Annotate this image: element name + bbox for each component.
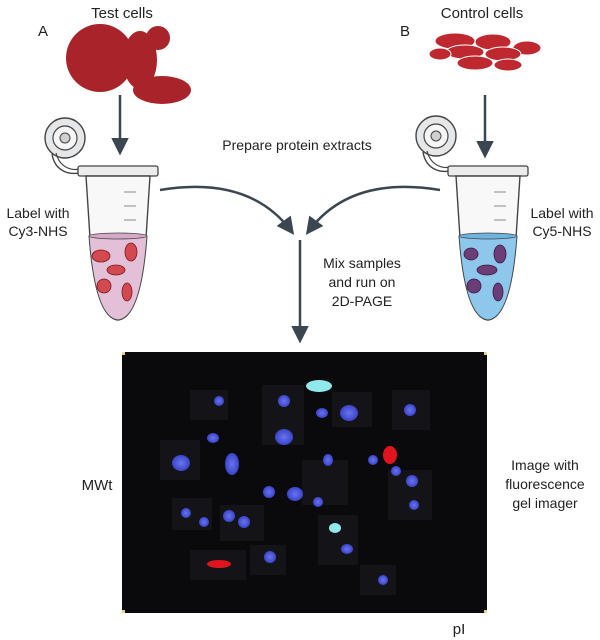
cy5-label-line1: Label with (530, 205, 593, 221)
gel-caption-line2: fluorescence (505, 476, 585, 492)
arrow-tube-a-to-mix (159, 185, 295, 235)
panel-a-letter: A (38, 23, 48, 40)
red-protein-spot (207, 560, 231, 568)
test-cells-illustration (66, 24, 191, 104)
cyan-protein-spot (306, 380, 332, 392)
cy5-tube-illustration (415, 115, 529, 321)
prepare-extracts-label: Prepare protein extracts (222, 137, 371, 153)
control-cells-title: Control cells (441, 5, 524, 22)
control-cells-illustration (428, 32, 542, 72)
mix-label-line2: and run on (329, 274, 396, 290)
arrow-tube-b-to-mix (305, 185, 441, 235)
red-protein-spot (383, 446, 397, 464)
mix-label-line3: 2D-PAGE (332, 293, 392, 309)
panel-b-letter: B (400, 23, 410, 40)
2d-gel-image (122, 352, 487, 613)
cy3-label-line2: Cy3-NHS (8, 223, 67, 239)
gel-x-axis-label: pI (453, 621, 466, 638)
gel-caption-line1: Image with (511, 457, 579, 473)
mix-label-line1: Mix samples (323, 255, 401, 271)
gel-caption-line3: gel imager (512, 495, 578, 511)
cyan-protein-spot (329, 523, 341, 533)
test-cells-title: Test cells (91, 5, 153, 22)
cy5-label-line2: Cy5-NHS (532, 223, 591, 239)
cy3-tube-illustration (44, 117, 159, 321)
gel-y-axis-label: MWt (82, 477, 114, 494)
blue-protein-spots (172, 395, 419, 585)
cy3-label-line1: Label with (6, 205, 69, 221)
